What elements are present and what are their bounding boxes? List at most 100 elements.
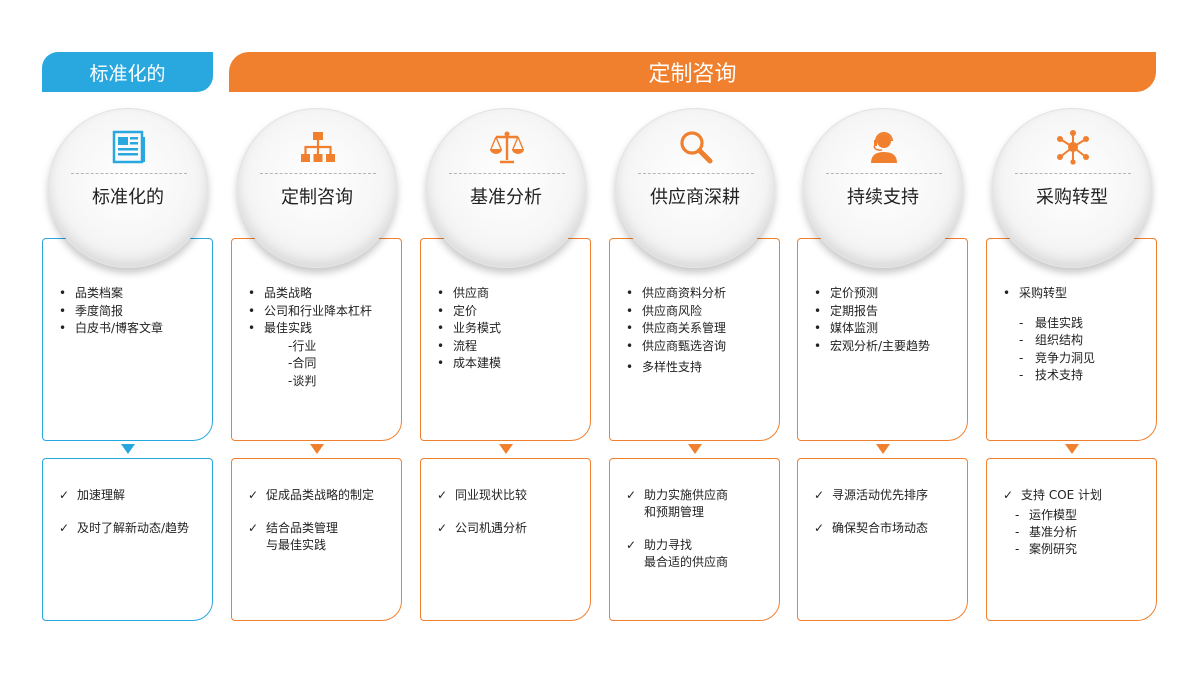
down-arrow-icon — [121, 444, 135, 454]
sub-list-item: 运作模型 — [1003, 507, 1148, 524]
column-benchmarking: 供应商 定价 业务模式 流程 成本建模 同业现状比较 公司机遇分析 基准分析 — [420, 0, 591, 675]
title-circle: 基准分析 — [426, 108, 586, 268]
column-title: 持续支持 — [847, 187, 919, 208]
standardized-banner-label: 标准化的 — [89, 62, 166, 85]
column-supplier-deepening: 供应商资料分析 供应商风险 供应商关系管理 供应商甄选咨询 多样性支持 助力实施… — [609, 0, 780, 675]
network-icon — [1051, 127, 1095, 167]
list-item: 业务模式 — [437, 320, 582, 338]
list-item: 助力实施供应商 和预期管理 — [626, 487, 771, 521]
offerings-box: 供应商资料分析 供应商风险 供应商关系管理 供应商甄选咨询 多样性支持 — [609, 238, 780, 441]
sub-list-item: 案例研究 — [1003, 541, 1148, 558]
list-item: 白皮书/博客文章 — [59, 320, 204, 338]
results-list: 支持 COE 计划 — [1003, 487, 1148, 520]
offerings-list: 采购转型 最佳实践 组织结构 竞争力洞见 技术支持 — [1003, 285, 1148, 385]
results-list: 加速理解 及时了解新动态/趋势 — [59, 487, 204, 553]
list-item: 供应商甄选咨询 — [626, 338, 771, 356]
list-item: 结合品类管理 与最佳实践 — [248, 520, 393, 554]
circle-divider — [71, 173, 187, 174]
list-item: 品类战略 — [248, 285, 393, 303]
list-item: 定价预测 — [814, 285, 959, 303]
list-item: 季度简报 — [59, 303, 204, 321]
list-item: 定期报告 — [814, 303, 959, 321]
offerings-box: 定价预测 定期报告 媒体监测 宏观分析/主要趋势 — [797, 238, 968, 441]
offerings-list: 品类档案 季度简报 白皮书/博客文章 — [59, 285, 204, 338]
title-circle: 标准化的 — [48, 108, 208, 268]
column-title: 基准分析 — [470, 187, 542, 208]
results-box: 助力实施供应商 和预期管理 助力寻找 最合适的供应商 — [609, 458, 780, 621]
list-item: 媒体监测 — [814, 320, 959, 338]
results-box: 加速理解 及时了解新动态/趋势 — [42, 458, 213, 621]
results-list: 促成品类战略的制定 结合品类管理 与最佳实践 — [248, 487, 393, 570]
list-item-label: 最佳实践 — [264, 321, 313, 335]
list-item: 最佳实践 -行业 -合同 -谈判 — [248, 320, 393, 390]
list-item: 寻源活动优先排序 — [814, 487, 959, 504]
custom-consulting-banner-label: 定制咨询 — [648, 62, 737, 87]
results-list: 同业现状比较 公司机遇分析 — [437, 487, 582, 553]
title-circle: 采购转型 — [992, 108, 1152, 268]
title-circle: 定制咨询 — [237, 108, 397, 268]
results-box: 同业现状比较 公司机遇分析 — [420, 458, 591, 621]
results-list: 助力实施供应商 和预期管理 助力寻找 最合适的供应商 — [626, 487, 771, 587]
column-standardized: 品类档案 季度简报 白皮书/博客文章 加速理解 及时了解新动态/趋势 标准化的 — [42, 0, 213, 675]
circle-divider — [449, 173, 565, 174]
list-item: 确保契合市场动态 — [814, 520, 959, 537]
sub-list-item: 竞争力洞见 — [1019, 350, 1148, 368]
column-title: 采购转型 — [1036, 187, 1108, 208]
custom-consulting-banner: 定制咨询 — [229, 52, 1156, 92]
sub-list-item: 基准分析 — [1003, 524, 1148, 541]
results-sub-list: 运作模型 基准分析 案例研究 — [1003, 507, 1148, 558]
results-list: 寻源活动优先排序 确保契合市场动态 — [814, 487, 959, 553]
list-item: 供应商关系管理 — [626, 320, 771, 338]
column-title: 标准化的 — [92, 187, 164, 208]
sub-list: 最佳实践 组织结构 竞争力洞见 技术支持 — [1019, 315, 1148, 385]
circle-divider — [260, 173, 376, 174]
title-circle: 持续支持 — [803, 108, 963, 268]
down-arrow-icon — [499, 444, 513, 454]
list-item: 宏观分析/主要趋势 — [814, 338, 959, 356]
list-item: 成本建模 — [437, 355, 582, 373]
scale-icon — [485, 127, 529, 167]
offerings-box: 品类战略 公司和行业降本杠杆 最佳实践 -行业 -合同 -谈判 — [231, 238, 402, 441]
sub-list-item: 技术支持 — [1019, 367, 1148, 385]
column-procurement-transformation: 采购转型 最佳实践 组织结构 竞争力洞见 技术支持 支持 COE 计划 运作模型… — [986, 0, 1157, 675]
magnifier-icon — [674, 127, 718, 167]
sub-list-item: 组织结构 — [1019, 332, 1148, 350]
offerings-list: 供应商 定价 业务模式 流程 成本建模 — [437, 285, 582, 373]
down-arrow-icon — [1065, 444, 1079, 454]
offerings-list: 定价预测 定期报告 媒体监测 宏观分析/主要趋势 — [814, 285, 959, 355]
list-item: 加速理解 — [59, 487, 204, 504]
sub-list-item: 最佳实践 — [1019, 315, 1148, 333]
circle-divider — [1015, 173, 1131, 174]
list-item: 及时了解新动态/趋势 — [59, 520, 204, 537]
circle-divider — [638, 173, 754, 174]
list-item: 助力寻找 最合适的供应商 — [626, 537, 771, 571]
column-custom-consulting: 品类战略 公司和行业降本杠杆 最佳实践 -行业 -合同 -谈判 促成品类战略的制… — [231, 0, 402, 675]
sub-list-item: -合同 — [288, 356, 317, 370]
sub-list-item: -行业 — [288, 338, 317, 353]
offerings-list: 供应商资料分析 供应商风险 供应商关系管理 供应商甄选咨询 多样性支持 — [626, 285, 771, 377]
list-item: 供应商风险 — [626, 303, 771, 321]
column-ongoing-support: 定价预测 定期报告 媒体监测 宏观分析/主要趋势 寻源活动优先排序 确保契合市场… — [797, 0, 968, 675]
list-item: 公司和行业降本杠杆 — [248, 303, 393, 321]
sub-list: -行业 -合同 -谈判 — [264, 338, 393, 391]
column-title: 供应商深耕 — [650, 187, 740, 208]
offerings-box: 采购转型 最佳实践 组织结构 竞争力洞见 技术支持 — [986, 238, 1157, 441]
sub-list-item: -谈判 — [288, 373, 317, 388]
list-item: 供应商资料分析 — [626, 285, 771, 303]
offerings-list: 品类战略 公司和行业降本杠杆 最佳实践 -行业 -合同 -谈判 — [248, 285, 393, 390]
column-title: 定制咨询 — [281, 187, 353, 208]
list-item: 公司机遇分析 — [437, 520, 582, 537]
circle-divider — [826, 173, 942, 174]
down-arrow-icon — [310, 444, 324, 454]
list-item-label: 采购转型 — [1019, 286, 1068, 300]
results-box: 支持 COE 计划 运作模型 基准分析 案例研究 — [986, 458, 1157, 621]
org-chart-icon — [296, 127, 340, 167]
list-item: 多样性支持 — [626, 359, 771, 377]
down-arrow-icon — [688, 444, 702, 454]
list-item: 同业现状比较 — [437, 487, 582, 504]
list-item: 促成品类战略的制定 — [248, 487, 393, 504]
offerings-box: 供应商 定价 业务模式 流程 成本建模 — [420, 238, 591, 441]
standardized-banner: 标准化的 — [42, 52, 213, 92]
newspaper-icon — [107, 127, 151, 167]
list-item: 采购转型 最佳实践 组织结构 竞争力洞见 技术支持 — [1003, 285, 1148, 385]
